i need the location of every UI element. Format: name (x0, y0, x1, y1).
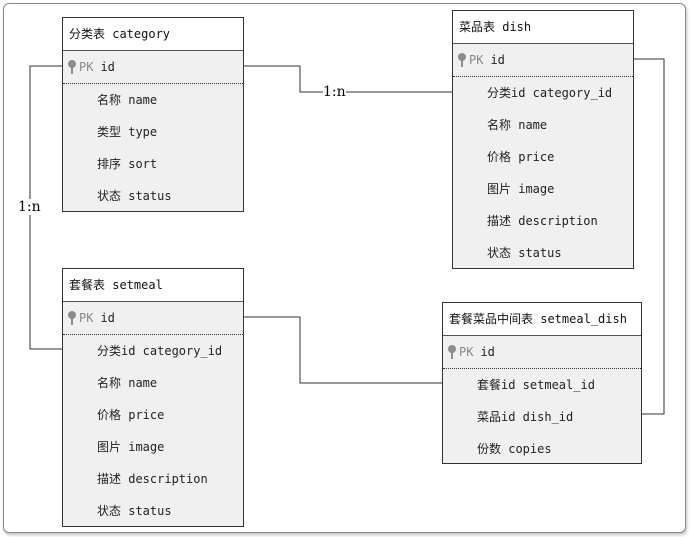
pk-label: PK (459, 345, 474, 359)
pk-name: id (480, 345, 495, 359)
primary-key-row: PK id (453, 44, 633, 77)
field-row: 菜品id dish_id (477, 410, 574, 424)
pk-label: PK (79, 311, 94, 325)
field-row: 状态 status (487, 246, 562, 260)
field-row: 分类id category_id (97, 344, 223, 358)
key-icon (67, 310, 77, 326)
key-icon (67, 59, 77, 75)
line-setmeal-setmeal-dish (243, 316, 442, 384)
pk-name: id (490, 53, 505, 67)
key-icon (457, 52, 467, 68)
field-row: 名称 name (97, 93, 158, 107)
entity-setmeal-dish[interactable]: 套餐菜品中间表 setmeal_dish PK id 套餐id setmeal_… (442, 302, 642, 464)
field-row: 名称 name (97, 376, 158, 390)
entity-title: 套餐菜品中间表 setmeal_dish (443, 303, 641, 336)
pk-name: id (100, 60, 115, 74)
pk-label: PK (469, 53, 484, 67)
field-row: 图片 image (97, 440, 165, 454)
line-dish-setmeal-dish (634, 58, 665, 415)
primary-key-row: PK id (63, 302, 243, 335)
field-row: 价格 price (487, 150, 555, 164)
entity-title: 分类表 category (63, 18, 243, 51)
pk-label: PK (79, 60, 94, 74)
relation-label-category-setmeal: 1:n (18, 199, 41, 215)
entity-title: 套餐表 setmeal (63, 269, 243, 302)
field-row: 价格 price (97, 408, 165, 422)
line-category-dish (243, 65, 452, 93)
field-row: 名称 name (487, 118, 548, 132)
field-row: 份数 copies (477, 442, 552, 456)
field-row: 状态 status (97, 189, 172, 203)
entity-setmeal[interactable]: 套餐表 setmeal PK id 分类id category_id 名称 na… (62, 268, 244, 527)
field-row: 描述 description (487, 214, 598, 228)
field-row: 分类id category_id (487, 86, 613, 100)
relation-label-category-dish: 1:n (323, 84, 346, 100)
field-row: 图片 image (487, 182, 555, 196)
entity-dish[interactable]: 菜品表 dish PK id 分类id category_id 名称 name … (452, 10, 634, 269)
field-row: 描述 description (97, 472, 208, 486)
key-icon (447, 344, 457, 360)
field-row: 排序 sort (97, 157, 158, 171)
entity-title: 菜品表 dish (453, 11, 633, 44)
primary-key-row: PK id (443, 336, 641, 369)
field-row: 状态 status (97, 504, 172, 518)
primary-key-row: PK id (63, 51, 243, 84)
pk-name: id (100, 311, 115, 325)
field-row: 套餐id setmeal_id (477, 378, 595, 392)
field-row: 类型 type (97, 125, 158, 139)
entity-category[interactable]: 分类表 category PK id 名称 name 类型 type 排序 so… (62, 17, 244, 212)
